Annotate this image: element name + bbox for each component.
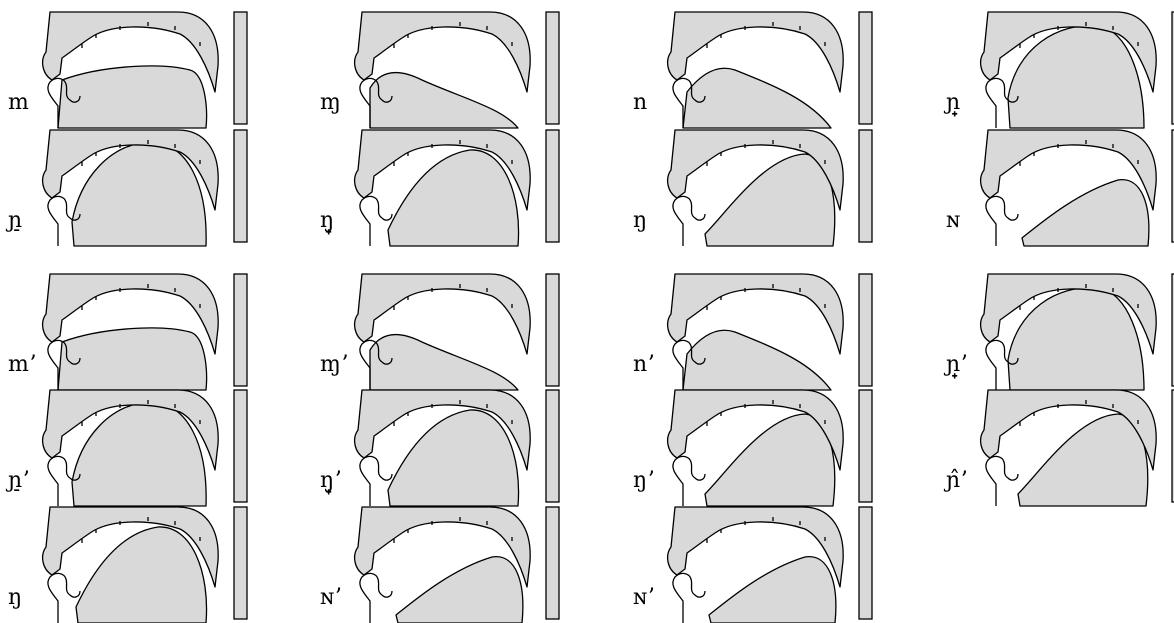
vocal-tract-diagram: ŋ	[0, 503, 300, 623]
vocal-tract-drawing	[938, 8, 1174, 128]
lip-jaw-outline	[360, 196, 392, 246]
ipa-symbol-label: ɲ̠	[8, 208, 22, 234]
ipa-symbol-label: ɱʼ	[320, 352, 348, 378]
vocal-tract-diagram: nʼ	[625, 270, 925, 390]
ipa-symbol-label: ŋ̟	[320, 208, 334, 234]
vocal-tract-diagram: ɲ̠	[0, 126, 300, 246]
vocal-tract-diagram: ŋ	[625, 126, 925, 246]
nasal-bar	[859, 507, 872, 619]
nasal-bar	[234, 12, 247, 124]
tongue-shape	[370, 335, 518, 390]
ipa-symbol-label: ɴ	[946, 208, 960, 234]
lip-jaw-outline	[673, 573, 705, 623]
nasal-bar	[546, 274, 559, 386]
ipa-symbol-label: ŋʼ	[633, 468, 654, 494]
vocal-tract-diagram: m	[0, 8, 300, 128]
nasal-bar	[859, 390, 872, 502]
tongue-shape	[1008, 288, 1144, 390]
vocal-tract-drawing	[312, 8, 552, 128]
vocal-tract-drawing	[312, 270, 552, 390]
tongue-shape	[72, 142, 206, 246]
vocal-tract-diagram: n	[625, 8, 925, 128]
vocal-tract-diagram: mʼ	[0, 270, 300, 390]
vocal-tract-drawing	[312, 126, 552, 246]
nasal-bar	[859, 274, 872, 386]
lip-jaw-outline	[986, 456, 1018, 506]
vocal-tract-drawing	[0, 8, 240, 128]
vocal-tract-drawing	[0, 126, 240, 246]
ipa-symbol-label: ɲ̠ʼ	[8, 468, 29, 494]
lip-jaw-outline	[986, 196, 1018, 246]
vocal-tract-drawing	[625, 503, 865, 623]
vocal-tract-diagram: ɲ̂ʼ	[938, 386, 1174, 506]
vocal-tract-diagram: ɲ̟	[938, 8, 1174, 128]
nasal-bar	[546, 12, 559, 124]
tongue-shape	[396, 557, 523, 623]
nasal-bar	[546, 507, 559, 619]
vocal-tract-diagram: ɲ̟ʼ	[938, 270, 1174, 390]
ipa-symbol-label: mʼ	[8, 352, 36, 378]
vocal-tract-drawing	[0, 503, 240, 623]
ipa-symbol-label: ɴʼ	[320, 585, 341, 611]
vocal-tract-drawing	[625, 270, 865, 390]
vocal-tract-diagram: ɱ	[312, 8, 612, 128]
vocal-tract-drawing	[312, 503, 552, 623]
vocal-tract-drawing	[0, 386, 240, 506]
tongue-shape	[1018, 414, 1148, 506]
lip-jaw-outline	[360, 573, 392, 623]
vocal-tract-drawing	[625, 8, 865, 128]
vocal-tract-diagram: ŋʼ	[625, 386, 925, 506]
ipa-symbol-label: n	[633, 90, 647, 116]
vocal-tract-diagram: ɴʼ	[312, 503, 612, 623]
vocal-tract-drawing	[0, 270, 240, 390]
ipa-symbol-label: ɲ̟	[946, 90, 960, 116]
vocal-tract-diagram: ɴ	[938, 126, 1174, 246]
nasal-bar	[859, 12, 872, 124]
ipa-symbol-label: ŋ	[633, 208, 647, 234]
ipa-symbol-label: m	[8, 90, 29, 116]
ipa-symbol-label: ɲ̂ʼ	[946, 468, 967, 494]
ipa-symbol-label: ŋ̟ʼ	[320, 468, 341, 494]
ipa-symbol-label: ŋ	[8, 585, 22, 611]
lip-jaw-outline	[673, 456, 705, 506]
vocal-tract-drawing	[938, 270, 1174, 390]
tongue-shape	[388, 410, 519, 506]
tongue-shape	[388, 150, 519, 246]
tongue-shape	[709, 557, 836, 623]
ipa-symbol-label: nʼ	[633, 352, 654, 378]
vocal-tract-diagram: ɱʼ	[312, 270, 612, 390]
vocal-tract-drawing	[938, 386, 1174, 506]
vocal-tract-drawing	[312, 386, 552, 506]
tongue-shape	[1022, 180, 1149, 246]
vocal-tract-drawing	[625, 126, 865, 246]
nasal-bar	[234, 274, 247, 386]
tongue-shape	[705, 414, 835, 506]
tongue-shape	[76, 527, 207, 623]
vocal-tract-diagram: ɴʼ	[625, 503, 925, 623]
nasal-bar	[234, 390, 247, 502]
tongue-shape	[370, 73, 518, 128]
nasal-bar	[234, 507, 247, 619]
ipa-symbol-label: ɲ̟ʼ	[946, 352, 967, 378]
tongue-shape	[72, 402, 206, 506]
vocal-tract-drawing	[625, 386, 865, 506]
nasal-bar	[546, 390, 559, 502]
tongue-shape	[705, 154, 835, 246]
tongue-shape	[1008, 26, 1144, 128]
ipa-symbol-label: ɱ	[320, 90, 341, 116]
vocal-tract-diagram: ŋ̟	[312, 126, 612, 246]
nasal-bar	[234, 130, 247, 242]
nasal-bar	[859, 130, 872, 242]
ipa-symbol-label: ɴʼ	[633, 585, 654, 611]
vocal-tract-drawing	[938, 126, 1174, 246]
lip-jaw-outline	[673, 196, 705, 246]
nasal-bar	[546, 130, 559, 242]
vocal-tract-diagram: ɲ̠ʼ	[0, 386, 300, 506]
lip-jaw-outline	[48, 573, 80, 623]
lip-jaw-outline	[360, 456, 392, 506]
vocal-tract-diagram: ŋ̟ʼ	[312, 386, 612, 506]
